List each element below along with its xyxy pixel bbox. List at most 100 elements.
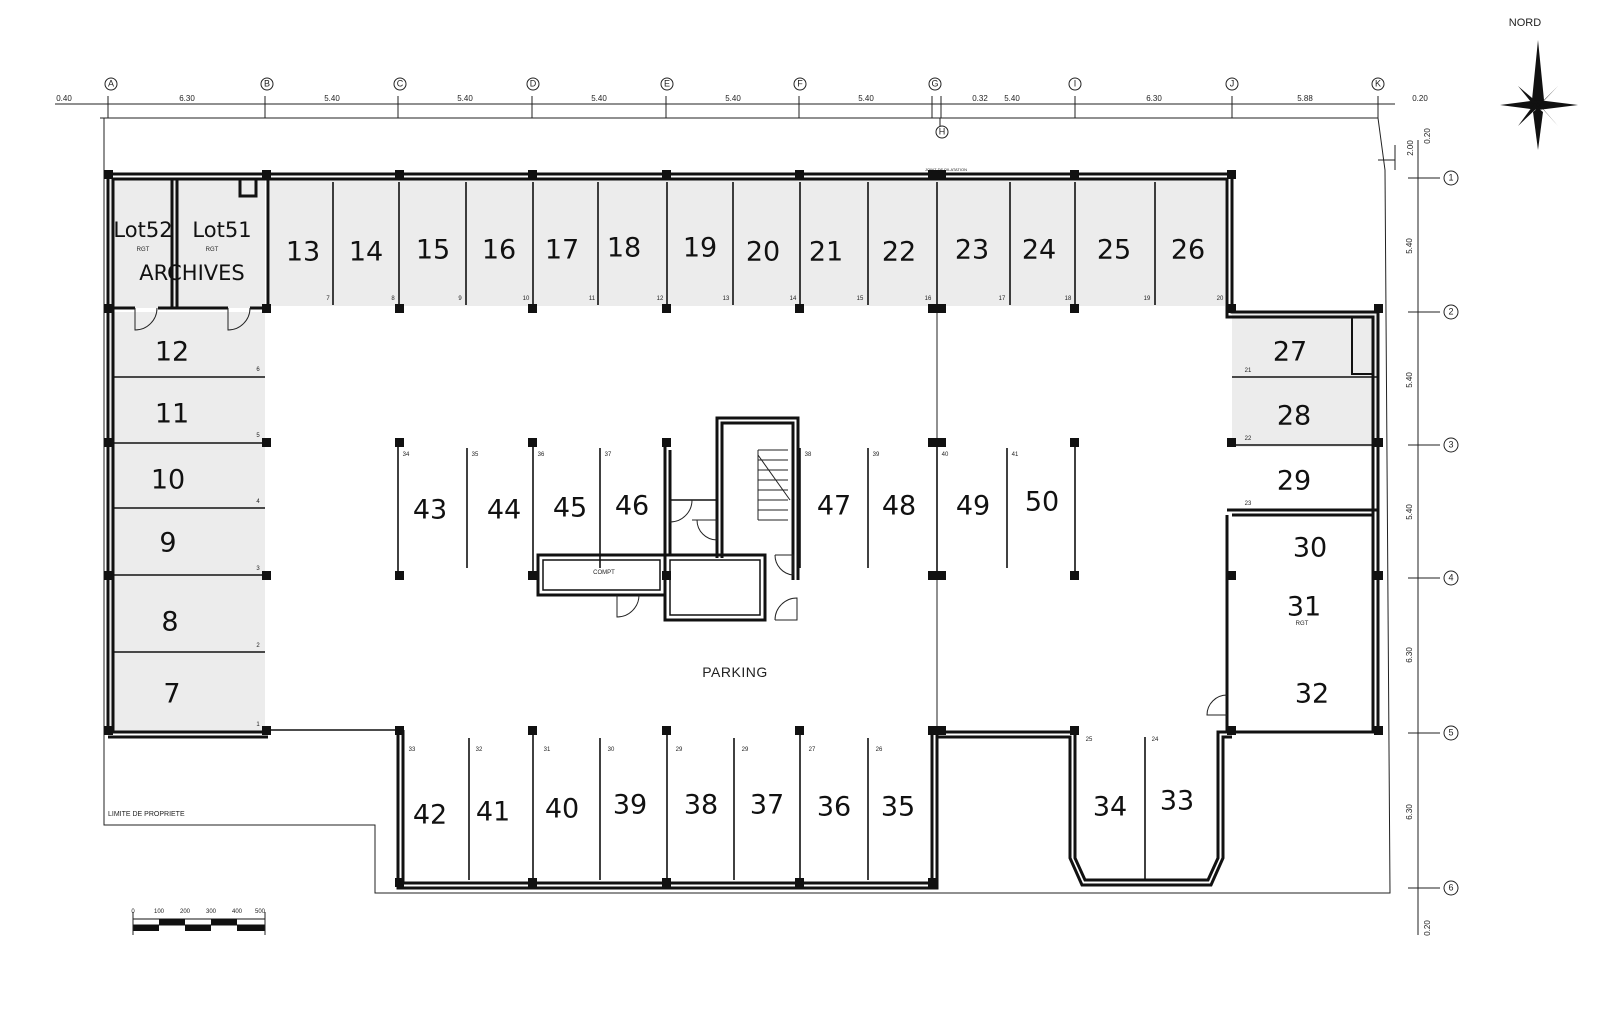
space-27: 27 [1273,337,1307,368]
small-num: 33 [409,747,416,753]
space-48: 48 [882,491,916,522]
grid-K: K [1375,78,1381,88]
small-num: 7 [326,296,330,302]
dim-2: 6.30 [179,94,195,103]
space-7: 7 [163,679,180,710]
rdim-6: 6.30 [1405,647,1414,663]
space-12: 12 [155,337,189,368]
dim-10: 6.30 [1146,94,1162,103]
dim-6: 5.40 [725,94,741,103]
small-num: 29 [676,747,683,753]
space-31-rgt: RGT [1296,621,1309,627]
space-25: 25 [1097,235,1131,266]
rdim-3: 5.40 [1405,238,1414,254]
dim-7: 5.40 [858,94,874,103]
grid-1: 1 [1448,172,1453,182]
small-num: 24 [1152,737,1159,743]
space-24: 24 [1022,235,1056,266]
space-15: 15 [416,235,450,266]
space-20: 20 [746,237,780,268]
space-19: 19 [683,233,717,264]
space-45: 45 [553,493,587,524]
grid-J: J [1230,78,1235,88]
space-32: 32 [1295,679,1329,710]
space-30: 30 [1293,533,1327,564]
space-39: 39 [613,790,647,821]
scale-tick: 100 [154,909,165,915]
space-22: 22 [882,237,916,268]
columns [104,170,1383,887]
space-31: 31 [1287,592,1321,623]
left-column-spaces: 12 11 10 9 8 7 [151,337,189,710]
rdim-2: 0.20 [1423,128,1432,144]
left-column-area [110,312,265,732]
space-50: 50 [1025,487,1059,518]
space-42: 42 [413,800,447,831]
space-43: 43 [413,495,447,526]
space-29: 29 [1277,466,1311,497]
space-8: 8 [161,607,178,638]
space-23: 23 [955,235,989,266]
space-33: 33 [1160,786,1194,817]
small-num: 41 [1012,452,1019,458]
rdim-7: 6.30 [1405,804,1414,820]
small-num: 9 [458,296,462,302]
space-10: 10 [151,465,185,496]
grid-H: H [939,126,946,136]
small-num: 8 [391,296,395,302]
small-num: 12 [657,296,664,302]
archives-area [110,178,265,308]
small-num: 26 [876,747,883,753]
parking-label: PARKING [702,664,767,680]
space-36: 36 [817,792,851,823]
space-41: 41 [476,797,510,828]
small-num: 16 [925,296,932,302]
grid-G: G [931,78,938,88]
grid-A: A [108,78,114,88]
small-num: 25 [1086,737,1093,743]
space-18: 18 [607,233,641,264]
small-num: 1 [256,722,260,728]
space-11: 11 [155,399,189,430]
dim-1: 0.40 [56,94,72,103]
right-dimension-chain: 2.00 0.20 5.40 5.40 5.40 6.30 6.30 0.20 [1405,128,1440,936]
space-37: 37 [750,790,784,821]
small-num: 17 [999,296,1006,302]
small-numbers: 7 8 9 10 11 12 13 14 15 16 17 18 19 20 6… [256,296,1252,753]
small-num: 38 [805,452,812,458]
compass-label: NORD [1509,17,1541,29]
grid-letters: A B C D E F G H I J K [104,77,1385,139]
small-num: 6 [256,367,260,373]
small-num: 22 [1245,436,1252,442]
grid-C: C [397,78,404,88]
small-num: 29 [742,747,749,753]
right-column-spaces: 27 28 29 30 31 RGT 32 [1273,337,1329,710]
rdim-5: 5.40 [1405,504,1414,520]
archives-rooms: Lot52 Lot51 RGT RGT ARCHIVES [113,179,270,331]
small-num: 21 [1245,368,1252,374]
dim-5: 5.40 [591,94,607,103]
small-num: 40 [942,452,949,458]
compt-label: COMPT [593,570,615,576]
grid-F: F [797,78,803,88]
space-13: 13 [286,237,320,268]
dim-4: 5.40 [457,94,473,103]
small-num: 14 [790,296,797,302]
left-column-dividers [113,376,265,653]
center-dividers [397,442,1076,575]
grid-E: E [664,78,670,88]
space-28: 28 [1277,401,1311,432]
small-num: 32 [476,747,483,753]
scale-bar: 0 100 200 300 400 500 [131,909,266,935]
north-arrow-icon: NORD [1500,17,1578,150]
central-core: COMPT [536,416,800,622]
center-row-spaces: 43 44 45 46 47 48 49 50 [413,487,1059,526]
grid-3: 3 [1448,439,1453,449]
scale-tick: 200 [180,909,191,915]
small-num: 5 [256,433,260,439]
grid-B: B [264,78,270,88]
scale-tick: 500 [255,909,266,915]
space-35: 35 [881,792,915,823]
lot52-rgt: RGT [137,247,150,253]
top-row-area [270,178,1225,306]
